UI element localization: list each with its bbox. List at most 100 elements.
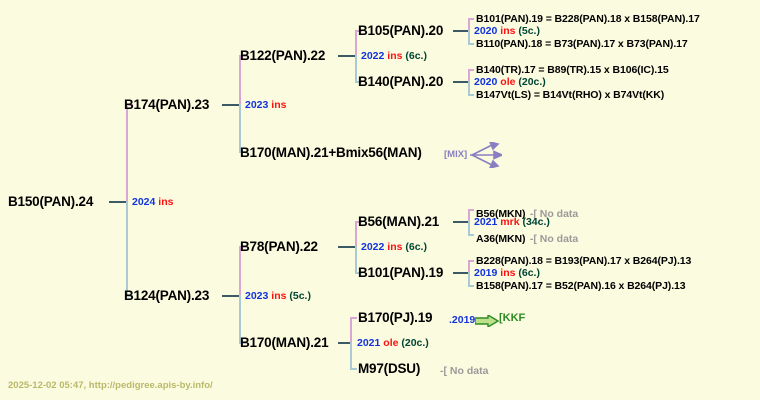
node-b56-parent-2: A36(MKN) -[ No data — [476, 229, 578, 247]
b170man-mating-count: (20c.) — [401, 337, 429, 349]
b101-mating-breeding: ins — [500, 267, 516, 279]
b122-mating-breeding: ins — [387, 50, 403, 62]
connector-b124-down — [239, 295, 241, 343]
connector-b105-down — [468, 30, 470, 44]
kkf-arrow-icon — [475, 315, 499, 327]
connector-b174-up — [239, 55, 241, 105]
connector-b56-stub — [453, 221, 469, 223]
node-b56-name[interactable]: B56(MAN).21 — [358, 214, 440, 229]
node-root-mating: 2024 ins — [132, 196, 173, 208]
connector-b140-up-tip — [468, 69, 474, 71]
node-b78-name[interactable]: B78(PAN).22 — [240, 239, 318, 254]
connector-b105-stub — [453, 30, 469, 32]
connector-b170man-up — [350, 317, 352, 343]
b56-parent-2-nodata: -[ No data — [529, 233, 579, 245]
connector-b140-down — [468, 81, 470, 95]
b56-parent-1-nodata: -[ No data — [529, 208, 579, 220]
b56-mating-year: 2021 — [474, 216, 498, 228]
b56-parent-2-name: A36(MKN) — [476, 233, 526, 245]
connector-b78-down-tip — [355, 272, 362, 274]
b140-mating-count: (20c.) — [518, 76, 546, 88]
connector-b101-down-tip — [468, 285, 474, 287]
node-b140-mating: 2020 ole (20c.) — [474, 76, 546, 88]
node-b101-name[interactable]: B101(PAN).19 — [358, 265, 444, 280]
node-b170man-mating: 2021 ole (20c.) — [357, 337, 429, 349]
root-mating-year: 2024 — [132, 196, 156, 208]
connector-root-down-tip — [126, 295, 133, 297]
node-b101-parent-1: B228(PAN).18 = B193(PAN).17 x B264(PJ).1… — [476, 255, 692, 267]
b122-mating-year: 2022 — [361, 50, 385, 62]
connector-b122-down — [355, 55, 357, 82]
connector-b174-down — [239, 104, 241, 152]
node-b56-mating: 2021 mrk (34c.) — [474, 216, 550, 228]
node-b170pj-tag-year: .2019 — [449, 314, 476, 326]
node-b101-mating: 2019 ins (6c.) — [474, 267, 540, 279]
connector-b170man-stub — [338, 342, 350, 344]
node-b122-name[interactable]: B122(PAN).22 — [240, 48, 326, 63]
connector-b124-stub — [222, 295, 240, 297]
connector-root-up-tip — [126, 104, 133, 106]
connector-b174-down-tip — [239, 151, 246, 153]
connector-b78-down — [355, 246, 357, 273]
node-b105-name[interactable]: B105(PAN).20 — [358, 23, 444, 38]
mix-label: [MIX] — [444, 149, 468, 160]
node-root-name[interactable]: B150(PAN).24 — [8, 194, 94, 209]
node-b101-parent-2: B158(PAN).17 = B52(PAN).16 x B264(PJ).13 — [476, 280, 686, 292]
connector-b122-stub — [338, 55, 356, 57]
b122-mating-count: (6c.) — [405, 50, 427, 62]
connector-b78-up — [355, 221, 357, 247]
b105-mating-year: 2020 — [474, 25, 498, 37]
node-m97-name[interactable]: M97(DSU) — [358, 361, 421, 376]
connector-b124-up-tip — [239, 246, 246, 248]
footer-timestamp-url: 2025-12-02 05:47, http://pedigree.apis-b… — [8, 380, 213, 391]
connector-b140-down-tip — [468, 94, 474, 96]
b105-mating-count: (5c.) — [518, 25, 540, 37]
b170man-mating-breeding: ole — [383, 337, 399, 349]
node-b105-mating: 2020 ins (5c.) — [474, 25, 540, 37]
node-b105-parent-1: B101(PAN).19 = B228(PAN).18 x B158(PAN).… — [476, 13, 700, 25]
connector-b56-down — [468, 221, 470, 235]
connector-b170man-down — [350, 342, 352, 369]
b124-mating-count: (5c.) — [289, 290, 311, 302]
node-b140-parent-2: B147Vt(LS) = B14Vt(RHO) x B74Vt(KK) — [476, 89, 665, 101]
connector-b101-stub — [453, 272, 469, 274]
b56-mating-breeding: mrk — [500, 216, 520, 228]
connector-b174-stub — [222, 104, 240, 106]
connector-b105-up-tip — [468, 18, 474, 20]
node-b105-parent-2: B110(PAN).18 = B73(PAN).17 x B73(PAN).17 — [476, 38, 688, 50]
connector-b170man-down-tip — [350, 368, 357, 370]
node-b140-name[interactable]: B140(PAN).20 — [358, 74, 444, 89]
node-b174-mating: 2023 ins — [245, 99, 286, 111]
b101-mating-year: 2019 — [474, 267, 498, 279]
node-b170man-mix-name[interactable]: B170(MAN).21+Bmix56(MAN) — [240, 145, 422, 160]
b78-mating-breeding: ins — [387, 241, 403, 253]
connector-b140-stub — [453, 81, 469, 83]
b56-parent-1-name: B56(MKN) — [476, 208, 526, 220]
b78-mating-year: 2022 — [361, 241, 385, 253]
node-b170man-name[interactable]: B170(MAN).21 — [240, 335, 329, 350]
node-b78-mating: 2022 ins (6c.) — [361, 241, 427, 253]
node-b170pj-name[interactable]: B170(PJ).19 — [358, 310, 433, 325]
connector-root-up — [126, 104, 128, 202]
connector-b122-up-tip — [355, 30, 362, 32]
node-m97-nodata: -[ No data — [440, 365, 489, 377]
b140-mating-year: 2020 — [474, 76, 498, 88]
connector-b174-up-tip — [239, 55, 246, 57]
connector-b105-up — [468, 18, 470, 31]
connector-root-stub — [109, 201, 127, 203]
connector-b78-up-tip — [355, 221, 362, 223]
b101-mating-count: (6c.) — [518, 267, 540, 279]
node-b56-parent-1: B56(MKN) -[ No data — [476, 204, 578, 222]
node-b122-mating: 2022 ins (6c.) — [361, 50, 427, 62]
connector-b101-down — [468, 272, 470, 286]
connector-b101-up-tip — [468, 260, 474, 262]
node-b124-name[interactable]: B124(PAN).23 — [124, 288, 210, 303]
node-b124-mating: 2023 ins (5c.) — [245, 290, 311, 302]
connector-b56-up-tip — [468, 209, 474, 211]
node-b174-name[interactable]: B174(PAN).23 — [124, 97, 210, 112]
connector-b124-up — [239, 246, 241, 296]
node-b170pj-kkf-label: [KKF — [499, 312, 526, 324]
connector-b170man-up-tip — [350, 317, 357, 319]
connector-b140-up — [468, 69, 470, 82]
